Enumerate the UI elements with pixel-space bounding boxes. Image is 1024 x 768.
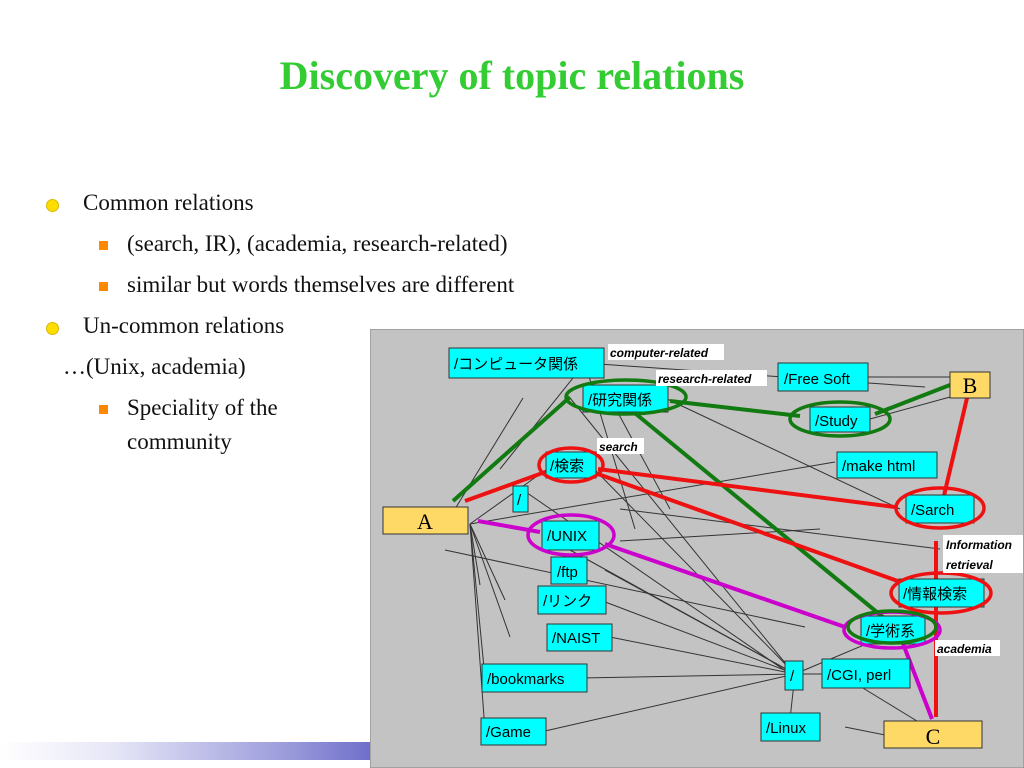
- bullet-dot: [46, 199, 59, 212]
- bullet-dot: [46, 322, 59, 335]
- user-a-label: A: [417, 509, 433, 534]
- unix-ellipse: [526, 513, 616, 557]
- node-freesoft-box[interactable]: [777, 362, 869, 392]
- bullet-search-ir: (search, IR), (academia, research-relate…: [127, 231, 508, 256]
- bullet-community: community: [127, 429, 232, 454]
- node-game: /Game: [486, 724, 531, 741]
- bullet-common-relations: Common relations: [83, 190, 254, 215]
- node-unix: /UNIX: [547, 528, 587, 545]
- annotation-search: search: [599, 440, 638, 454]
- relation-annotations: computer-related research-related search…: [597, 344, 1023, 656]
- node-slash2: /: [790, 668, 795, 685]
- user-b-label: B: [963, 373, 978, 398]
- bullet-square: [99, 405, 108, 414]
- node-bookmarks: /bookmarks: [487, 671, 565, 688]
- bullet-uncommon-relations: Un-common relations: [83, 313, 285, 338]
- annotation-bg: [943, 535, 1023, 573]
- annotation-research-related: research-related: [658, 372, 752, 386]
- node-kensaku: /検索: [550, 458, 584, 475]
- node-slash1-box[interactable]: [512, 485, 529, 513]
- node-unix-box[interactable]: [541, 520, 600, 551]
- link-edges: [444, 362, 970, 738]
- node-cgiperl: /CGI, perl: [827, 667, 891, 684]
- gakujutsu-ellipse-green: [846, 609, 938, 645]
- annotation-bg: [608, 344, 724, 360]
- node-ftp-box[interactable]: [550, 556, 588, 585]
- node-ftp: /ftp: [557, 564, 578, 581]
- node-computer: /コンピュータ関係: [454, 356, 578, 373]
- user-b-box[interactable]: [949, 371, 991, 399]
- research-related-links: [451, 383, 951, 629]
- node-slash2-box[interactable]: [784, 660, 804, 691]
- annotation-academia: academia: [937, 642, 992, 656]
- user-c-box[interactable]: [883, 720, 983, 749]
- node-makehtml-box[interactable]: [836, 451, 938, 479]
- decorative-gradient-bar: [0, 742, 380, 760]
- slide-title: Discovery of topic relations: [279, 53, 745, 98]
- node-freesoft: /Free Soft: [784, 371, 851, 388]
- bullet-unix-academia: …(Unix, academia): [63, 354, 246, 379]
- node-research: /研究関係: [588, 392, 652, 409]
- node-link-box[interactable]: [537, 585, 607, 615]
- node-slash1: /: [517, 492, 522, 509]
- sarch-ellipse: [894, 486, 986, 530]
- node-sarch-box[interactable]: [905, 494, 975, 524]
- kensaku-ellipse: [537, 446, 605, 484]
- jouhou-ellipse: [889, 571, 993, 615]
- research-ellipse: [564, 378, 688, 416]
- bullet-speciality: Speciality of the: [127, 395, 278, 420]
- annotation-bg: [935, 640, 1000, 656]
- node-study: /Study: [815, 413, 858, 430]
- node-study-box[interactable]: [809, 406, 871, 433]
- topic-relation-diagram: /コンピュータ関係 /研究関係 /Free Soft /Study /検索 /m…: [370, 329, 1024, 768]
- bullet-square: [99, 282, 108, 291]
- node-jouhou: /情報検索: [903, 586, 967, 603]
- user-c-label: C: [926, 724, 941, 749]
- user-nodes: [382, 371, 991, 749]
- topic-nodes: [448, 347, 985, 746]
- node-gakujutsu: /学術系: [866, 623, 915, 640]
- node-computer-box[interactable]: [448, 347, 605, 379]
- topic-node-labels: /コンピュータ関係 /研究関係 /Free Soft /Study /検索 /m…: [454, 356, 967, 741]
- annotation-information: Information: [946, 538, 1012, 552]
- annotation-bg: [656, 370, 767, 386]
- node-sarch: /Sarch: [911, 502, 954, 519]
- node-makehtml: /make html: [842, 458, 915, 475]
- node-jouhou-box[interactable]: [898, 578, 985, 608]
- annotation-bg: [597, 438, 644, 454]
- node-naist: /NAIST: [552, 630, 600, 647]
- bullet-square: [99, 241, 108, 250]
- study-ellipse: [788, 400, 892, 438]
- bullet-similar-words: similar but words themselves are differe…: [127, 272, 515, 297]
- node-cgiperl-box[interactable]: [821, 658, 911, 689]
- node-linux-box[interactable]: [760, 712, 821, 742]
- user-a-box[interactable]: [382, 506, 469, 535]
- node-kensaku-box[interactable]: [545, 451, 597, 479]
- node-naist-box[interactable]: [546, 623, 613, 652]
- node-bookmarks-box[interactable]: [481, 663, 588, 693]
- node-game-box[interactable]: [480, 717, 547, 746]
- node-link: /リンク: [543, 593, 592, 610]
- node-linux: /Linux: [766, 720, 807, 737]
- highlight-ellipses: [526, 378, 993, 650]
- annotation-retrieval: retrieval: [946, 558, 993, 572]
- node-research-box[interactable]: [582, 384, 669, 413]
- user-labels: A B C: [417, 373, 977, 749]
- annotation-computer-related: computer-related: [610, 346, 709, 360]
